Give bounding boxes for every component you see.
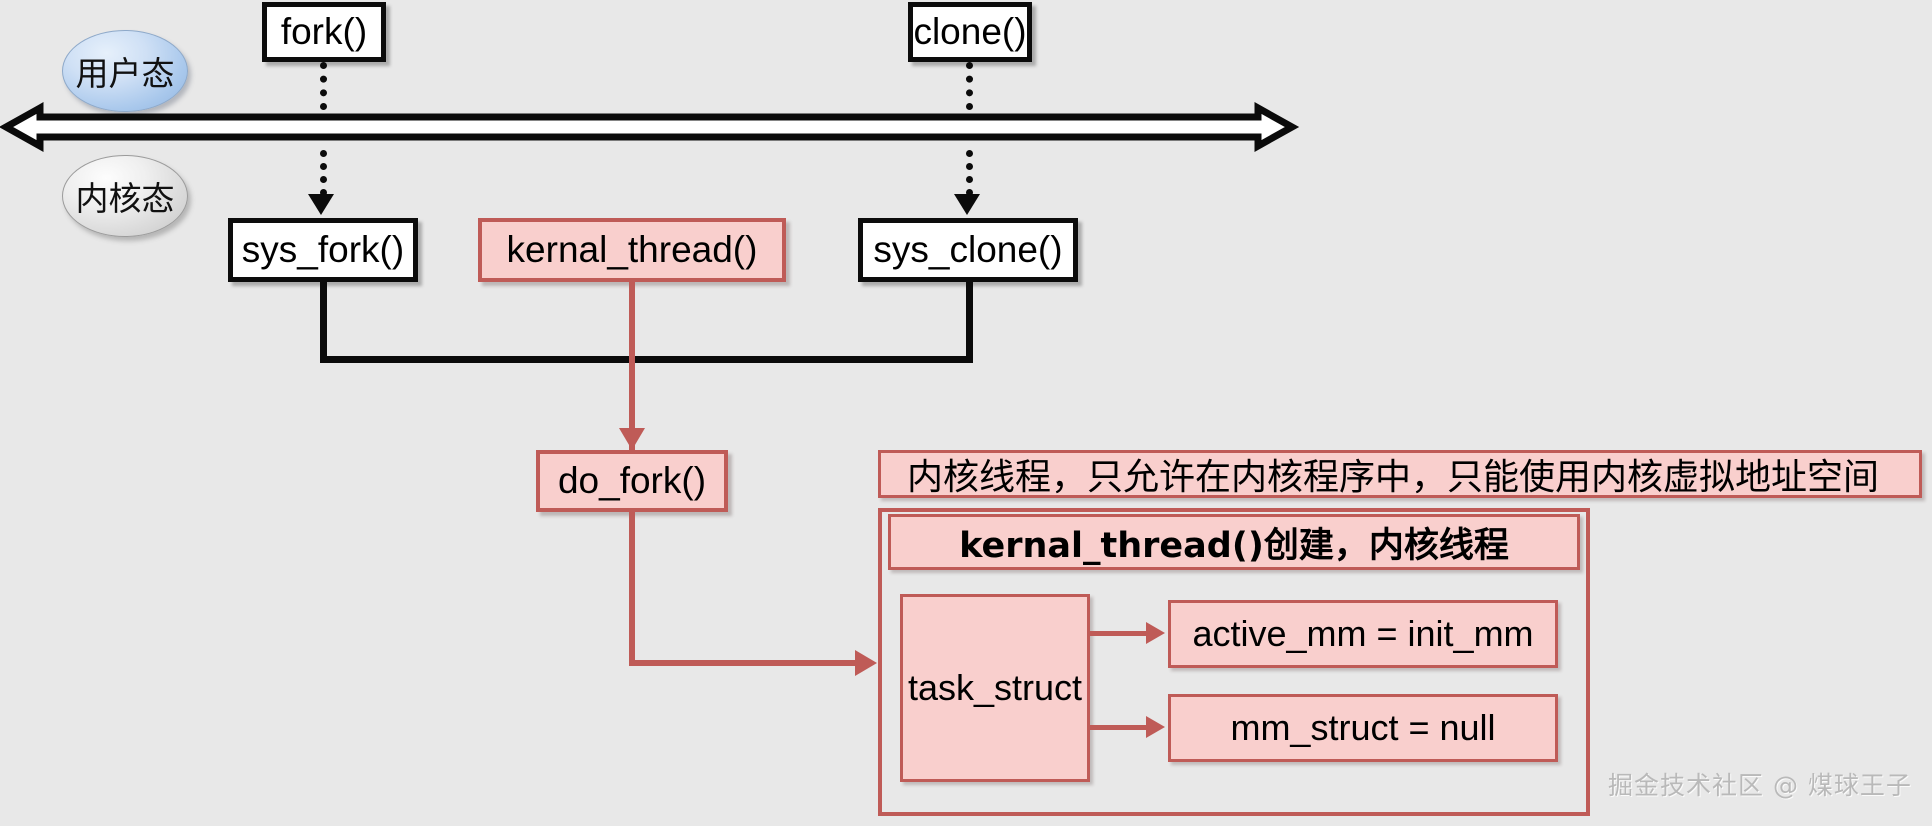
do-fork-down-line [629, 512, 635, 666]
do-fork-to-panel-line [629, 660, 861, 666]
sys-clone-box[interactable]: sys_clone() [858, 218, 1078, 282]
task-struct-box[interactable]: task_struct [900, 594, 1090, 782]
active-mm-label: active_mm = init_mm [1192, 613, 1534, 654]
kernel-merge-bus-line [320, 356, 973, 363]
mm-struct-arrowhead-icon [1146, 716, 1165, 738]
kernel-thread-panel [878, 508, 1590, 816]
kernal-thread-box[interactable]: kernal_thread() [478, 218, 786, 282]
mm-struct-label: mm_struct = null [1230, 707, 1496, 748]
do-fork-box[interactable]: do_fork() [536, 450, 728, 512]
mode-boundary-double-arrow [0, 96, 1300, 158]
kernel-mode-label: 内核态 [75, 179, 175, 218]
clone-to-boundary-dotted-line [966, 62, 973, 110]
kernal-thread-label: kernal_thread() [506, 229, 758, 270]
watermark: 掘金技术社区 @ 煤球王子 [1608, 766, 1912, 802]
kernel-mode-ellipse: 内核态 [62, 155, 188, 237]
panel-header-label: kernal_thread()创建，内核线程 [959, 525, 1509, 566]
sysclone-down-line [966, 282, 973, 362]
sys-clone-label: sys_clone() [873, 229, 1063, 270]
fork-to-boundary-dotted-line [320, 62, 327, 110]
sys-fork-box[interactable]: sys_fork() [228, 218, 418, 282]
sysclone-arrowhead-icon [954, 194, 980, 215]
task-to-active-mm-line [1090, 631, 1150, 636]
mm-struct-box[interactable]: mm_struct = null [1168, 694, 1558, 762]
do-fork-arrowhead-icon [619, 428, 645, 450]
user-mode-ellipse: 用户态 [62, 30, 188, 112]
kernal-thread-down-line [629, 282, 635, 450]
sysfork-arrowhead-icon [308, 194, 334, 215]
kernel-thread-note-text: 内核线程，只允许在内核程序中，只能使用内核虚拟地址空间 [907, 457, 1880, 498]
boundary-to-sysclone-dotted-line [966, 150, 973, 196]
fork-box[interactable]: fork() [262, 2, 386, 62]
fork-label: fork() [280, 11, 368, 52]
watermark-text: 掘金技术社区 @ 煤球王子 [1608, 771, 1912, 800]
sysfork-down-line [320, 282, 327, 362]
task-struct-label: task_struct [907, 667, 1083, 708]
active-mm-box[interactable]: active_mm = init_mm [1168, 600, 1558, 668]
clone-box[interactable]: clone() [908, 2, 1032, 62]
active-mm-arrowhead-icon [1146, 622, 1165, 644]
panel-header-bar: kernal_thread()创建，内核线程 [888, 514, 1580, 570]
task-to-mm-struct-line [1090, 725, 1150, 730]
kernel-thread-note-banner: 内核线程，只允许在内核程序中，只能使用内核虚拟地址空间 [878, 450, 1922, 498]
panel-entry-arrowhead-icon [855, 650, 877, 676]
boundary-to-sysfork-dotted-line [320, 150, 327, 196]
sys-fork-label: sys_fork() [241, 229, 405, 270]
clone-label: clone() [913, 11, 1027, 52]
double-arrow-icon [0, 102, 1300, 152]
do-fork-label: do_fork() [557, 460, 707, 501]
user-mode-label: 用户态 [75, 54, 175, 93]
